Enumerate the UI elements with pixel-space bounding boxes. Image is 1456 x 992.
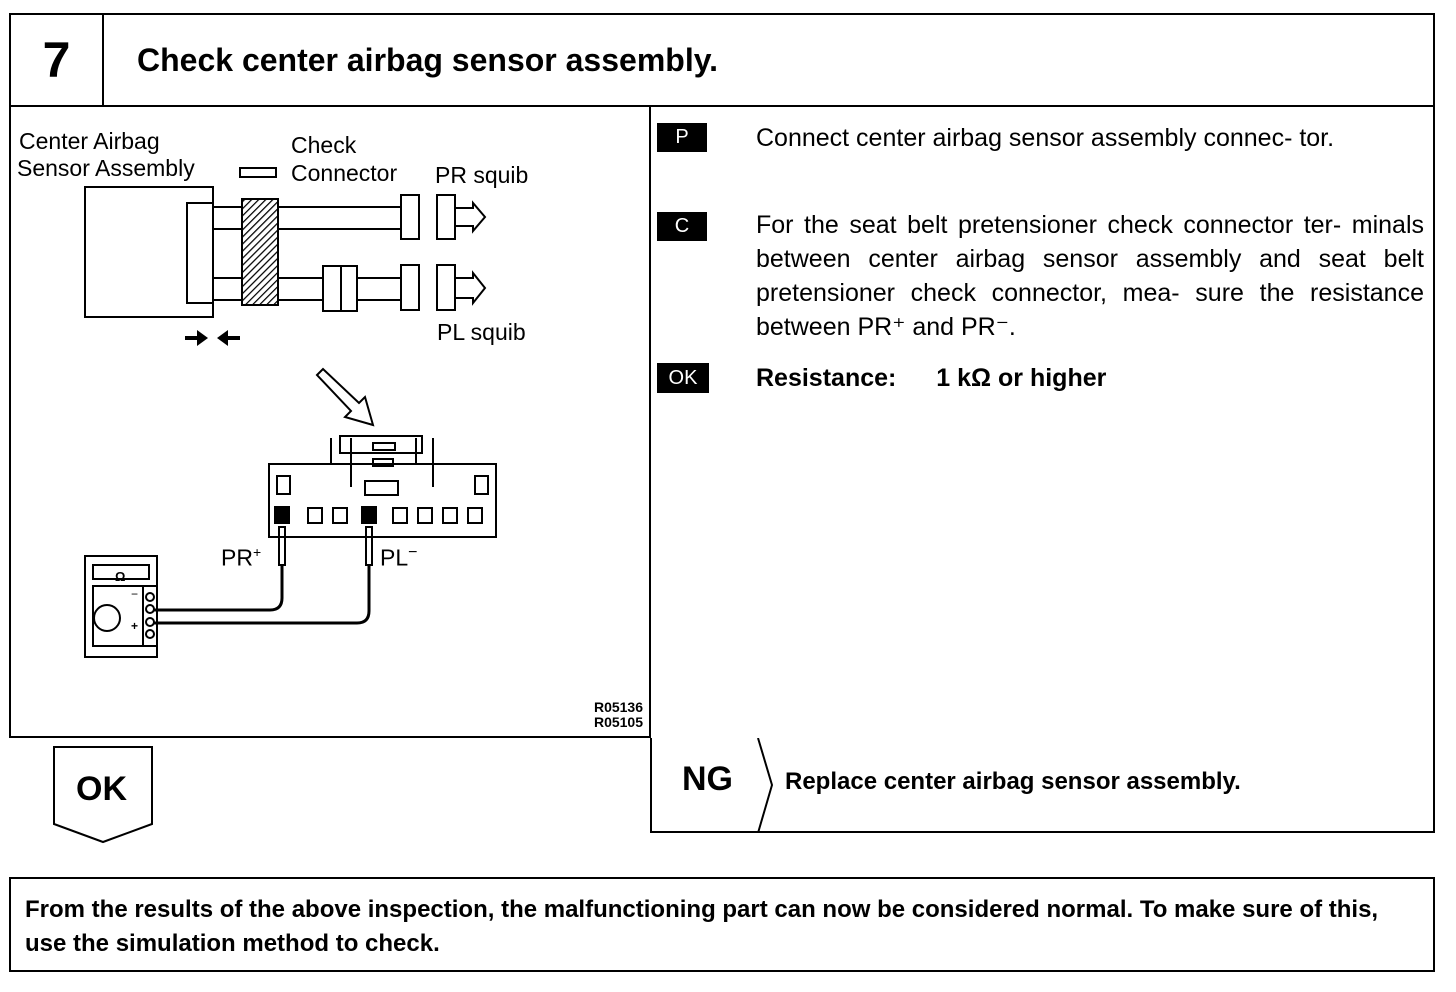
badge-p: P [657, 123, 707, 152]
badge-c: C [657, 212, 707, 241]
svg-text:−: − [131, 587, 138, 601]
label-pl-squib: PL squib [437, 319, 526, 345]
ng-branch: NG Replace center airbag sensor assembly… [650, 738, 1435, 833]
label-sensor-assembly: Sensor Assembly [17, 155, 195, 181]
step-connect-text: Connect center airbag sensor assembly co… [756, 124, 1335, 152]
instruction-panel: P Connect center airbag sensor assembly … [651, 107, 1435, 738]
conclusion-text: From the results of the above inspection… [25, 896, 1379, 957]
ok-branch-label: OK [76, 770, 127, 808]
label-pl-minus: PL− [380, 544, 418, 571]
step-title: Check center airbag sensor assembly. [137, 41, 719, 78]
ng-branch-label: NG [682, 760, 733, 798]
label-center-airbag: Center Airbag [19, 128, 160, 154]
figure-codes: R05136 R05105 [559, 700, 643, 730]
label-check: Check [291, 132, 357, 158]
step-check-text: For the seat belt pretensioner check con… [756, 211, 1424, 341]
step-number: 7 [11, 15, 104, 105]
step-header: 7 Check center airbag sensor assembly. [9, 13, 1435, 107]
svg-text:+: + [131, 619, 138, 633]
wiring-diagram: − + [84, 167, 497, 658]
label-connector: Connector [291, 160, 398, 186]
label-pr-plus: PR+ [221, 544, 262, 571]
ng-action-text: Replace center airbag sensor assembly. [785, 768, 1241, 795]
meter-ohm-symbol: Ω [115, 569, 126, 584]
figure-code: R05136 [593, 699, 643, 715]
spec-line: Resistance: 1 kΩ or higher [756, 361, 1424, 395]
badge-ok: OK [657, 363, 709, 393]
diagram-panel: − + Center Airbag Sensor Assembly Check … [9, 107, 651, 738]
ok-branch-arrow [53, 746, 153, 844]
spec-value: 1 kΩ or higher [936, 364, 1107, 392]
sensor-assembly-shape [84, 186, 214, 318]
spec-label: Resistance: [756, 364, 897, 392]
conclusion-note: From the results of the above inspection… [9, 877, 1435, 972]
label-pr-squib: PR squib [435, 162, 529, 188]
figure-code: R05105 [593, 714, 643, 730]
check-connector-shape [241, 198, 279, 306]
